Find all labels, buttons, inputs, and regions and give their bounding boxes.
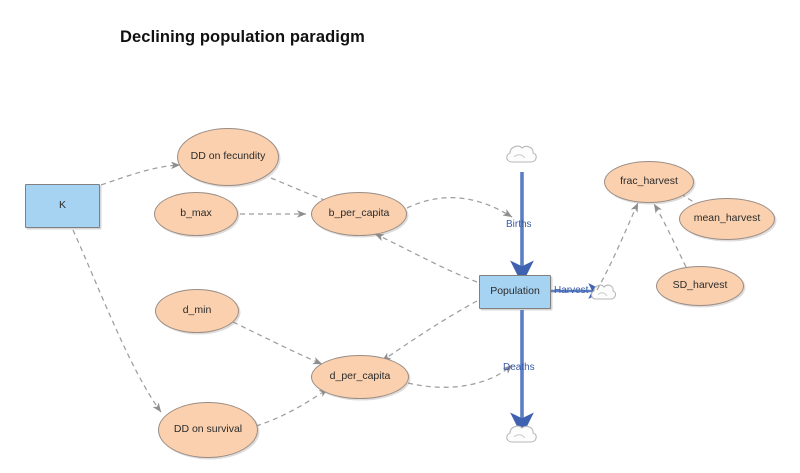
aux-d-per-capita[interactable]: d_per_capita [311, 355, 409, 399]
link-population-to-d-per-capita [381, 300, 478, 362]
stock-population-label: Population [490, 285, 540, 298]
flow-label-births: Births [506, 219, 532, 230]
flow-label-deaths: Deaths [503, 362, 535, 373]
aux-b-per-capita-label: b_per_capita [328, 207, 390, 220]
flow-label-harvest: Harvest [554, 285, 588, 296]
aux-d-min[interactable]: d_min [155, 289, 239, 333]
aux-dd-on-fecundity[interactable]: DD on fecundity [177, 128, 279, 186]
aux-dd-on-survival[interactable]: DD on survival [158, 402, 258, 458]
aux-mean-harvest[interactable]: mean_harvest [679, 198, 775, 240]
aux-d-min-label: d_min [182, 304, 212, 317]
stock-k[interactable]: K [25, 184, 100, 228]
cloud-deaths-sink-icon [506, 425, 537, 443]
aux-frac-harvest-label: frac_harvest [620, 175, 678, 188]
link-d-min-to-d-per-capita [232, 321, 323, 365]
aux-sd-harvest-label: SD_harvest [672, 279, 728, 292]
link-sd-harvest-to-frac-harvest [653, 203, 687, 268]
aux-b-per-capita[interactable]: b_per_capita [311, 192, 407, 236]
link-d-per-capita-to-deaths [407, 364, 513, 388]
link-k-to-dd-survival [72, 229, 162, 413]
link-b-per-capita-to-births [406, 197, 513, 218]
link-population-to-b-per-capita [374, 233, 478, 283]
aux-frac-harvest[interactable]: frac_harvest [604, 161, 694, 203]
aux-sd-harvest[interactable]: SD_harvest [656, 266, 744, 306]
link-population-to-frac-harvest [596, 202, 639, 291]
flow-harvest-text: Harvest [554, 285, 589, 296]
aux-d-per-capita-label: d_per_capita [329, 370, 391, 383]
aux-dd-on-fecundity-label: DD on fecundity [190, 150, 266, 163]
flow-deaths-text: Deaths [503, 362, 535, 373]
aux-dd-on-survival-label: DD on survival [173, 423, 243, 436]
stock-population[interactable]: Population [479, 275, 551, 309]
stock-k-label: K [58, 199, 66, 212]
cloud-harvest-sink-icon [591, 284, 616, 300]
link-k-to-dd-fecundity [100, 161, 181, 186]
link-dd-survival-to-d-per-capita [255, 388, 329, 427]
flow-births-text: Births [506, 219, 532, 230]
aux-b-max[interactable]: b_max [154, 192, 238, 236]
aux-mean-harvest-label: mean_harvest [693, 212, 761, 225]
cloud-births-source-icon [506, 145, 537, 163]
page-title: Declining population paradigm [120, 28, 365, 46]
aux-b-max-label: b_max [180, 207, 212, 220]
